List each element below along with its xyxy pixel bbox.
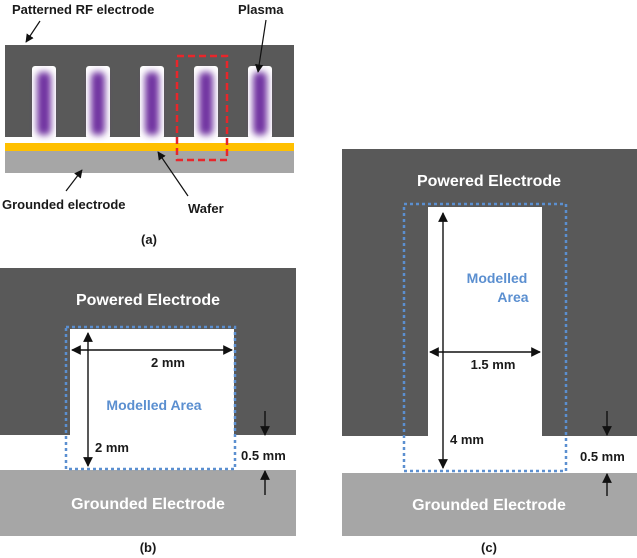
patterned-rf-label: Patterned RF electrode (12, 2, 154, 17)
plasma-glow (199, 72, 213, 135)
panel-b: Powered Electrode Grounded Electrode Mod… (0, 268, 296, 555)
modelled-label-c-line2: Area (497, 289, 528, 305)
modelled-label-c-line1: Modelled (467, 270, 528, 286)
electrode-slots (32, 66, 272, 139)
gap-label-c: 0.5 mm (580, 449, 625, 464)
powered-label-b: Powered Electrode (76, 292, 220, 309)
panel-c: Powered Electrode Grounded Electrode Mod… (342, 149, 637, 555)
wafer-label: Wafer (188, 201, 224, 216)
caption-b: (b) (140, 540, 157, 555)
grounded-electrode-b (0, 470, 296, 536)
patterned-rf-pointer (25, 20, 41, 43)
wafer (5, 143, 294, 151)
powered-label-c: Powered Electrode (417, 173, 561, 190)
caption-c: (c) (481, 540, 497, 555)
plasma-pointer (254, 19, 267, 73)
caption-a: (a) (141, 232, 157, 247)
height-label-c: 4 mm (450, 432, 484, 447)
modelled-area-c (402, 202, 568, 473)
plasma-label: Plasma (238, 2, 284, 17)
cavity-c (428, 207, 542, 437)
grounded-electrode-label: Grounded electrode (2, 197, 126, 212)
modelled-area-b (64, 325, 237, 471)
plasma-glow (253, 72, 267, 135)
grounded-electrode-a (5, 151, 294, 173)
grounded-electrode-c (342, 473, 637, 536)
plasma-glow (91, 72, 105, 135)
width-label-c: 1.5 mm (471, 357, 516, 372)
height-label-b: 2 mm (95, 440, 129, 455)
panel-a: Patterned RF electrode Plasma Grounded e… (2, 2, 294, 247)
grounded-label-c: Grounded Electrode (412, 497, 566, 514)
wafer-pointer (157, 151, 189, 197)
width-label-b: 2 mm (151, 355, 185, 370)
grounded-label-b: Grounded Electrode (71, 496, 225, 513)
highlight-box (175, 54, 229, 162)
plasma-glow (145, 72, 159, 135)
gap-label-b: 0.5 mm (241, 448, 286, 463)
cavity-b (70, 329, 234, 436)
plasma-glow (37, 72, 51, 135)
modelled-label-b: Modelled Area (106, 397, 201, 413)
grounded-pointer (65, 169, 83, 192)
